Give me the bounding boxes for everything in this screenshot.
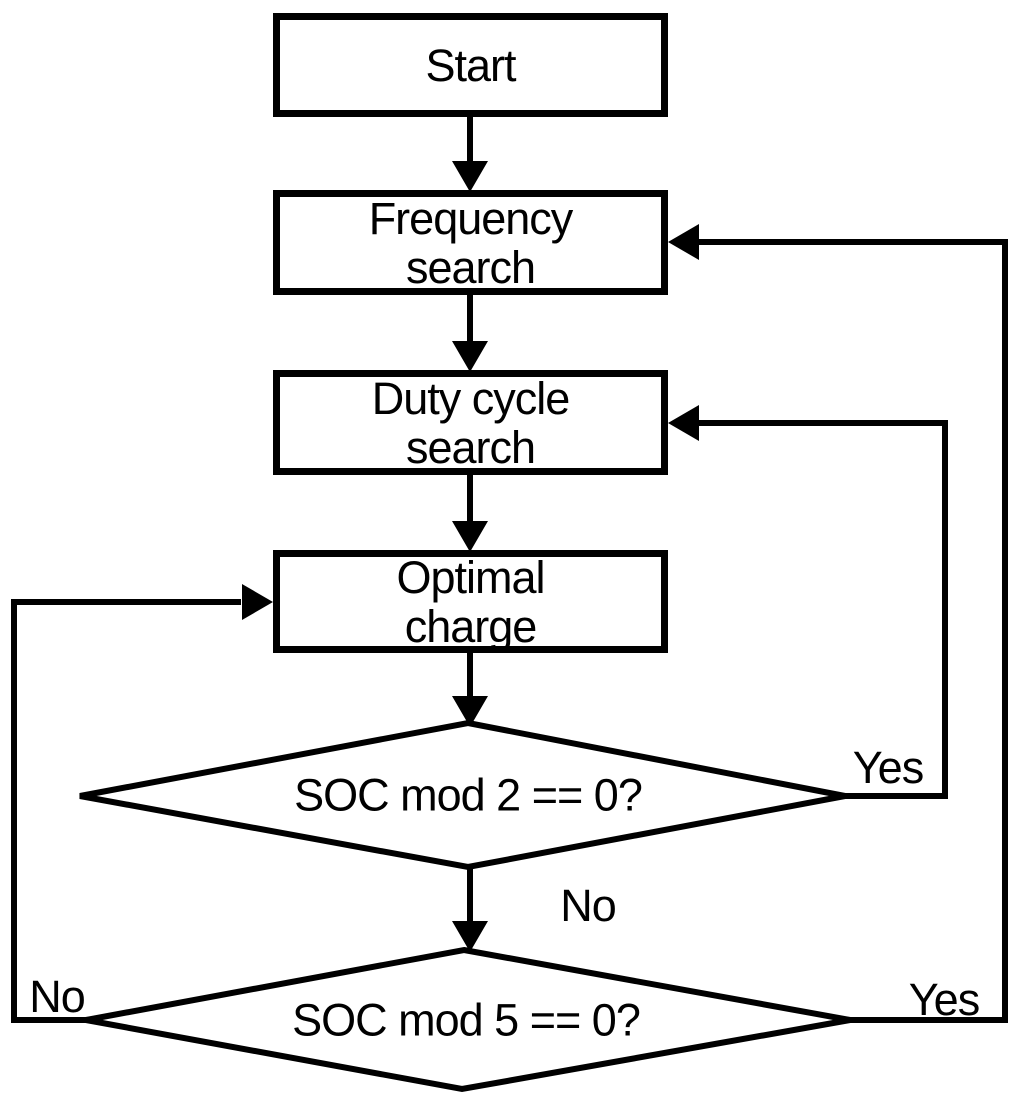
- arrowhead-down-icon: [452, 921, 488, 952]
- arrowhead-down-icon: [452, 696, 488, 727]
- node-duty-cycle-search: Duty cycle search: [273, 370, 668, 475]
- arrowhead-down-icon: [452, 161, 488, 192]
- node-soc-mod-2-label-line2: 0?: [593, 769, 643, 821]
- node-soc-mod-5-label-line1: SOC mod 5 ==: [292, 994, 581, 1046]
- node-frequency-search: Frequency search: [273, 190, 668, 295]
- node-optimal-charge: Optimal charge: [273, 550, 668, 653]
- arrowhead-down-icon: [452, 341, 488, 372]
- decision-diamond-soc-mod-2: [79, 719, 846, 871]
- edge-label-soc2-yes: Yes: [852, 742, 924, 793]
- edge-soc5-yes-to-frequency: [668, 224, 1008, 1023]
- node-start: Start: [273, 13, 668, 117]
- node-optimal-charge-label-line1: Optimal: [396, 551, 545, 603]
- edge-soc2-yes-to-duty: [668, 405, 948, 799]
- arrowhead-right-icon: [242, 584, 273, 620]
- edge-label-soc2-no: No: [560, 880, 617, 931]
- arrowhead-left-icon: [668, 224, 699, 260]
- edge-start-to-frequency: [452, 117, 488, 192]
- edge-frequency-to-duty: [452, 295, 488, 372]
- node-soc-mod-5-label-line2: 0?: [591, 994, 641, 1046]
- arrowhead-left-icon: [668, 405, 699, 441]
- edge-label-soc5-yes: Yes: [908, 974, 980, 1025]
- node-soc-mod-2-label-line1: SOC mod 2 ==: [294, 769, 583, 821]
- node-duty-cycle-search-label-line2: search: [405, 421, 536, 473]
- node-frequency-search-label-line1: Frequency: [368, 192, 574, 244]
- edge-label-soc5-no: No: [29, 971, 86, 1022]
- edge-optimal-to-soc2: [452, 653, 488, 727]
- node-soc-mod-2-label: SOC mod 2 == 0?: [208, 769, 728, 822]
- edge-soc5-no-to-optimal: [11, 584, 273, 1023]
- decision-diamond-soc-mod-5: [85, 946, 851, 1093]
- node-start-label: Start: [425, 39, 516, 91]
- node-optimal-charge-label-line2: charge: [404, 600, 538, 652]
- arrowhead-down-icon: [452, 521, 488, 552]
- edge-soc2-no-to-soc5: [452, 867, 488, 952]
- node-duty-cycle-search-label-line1: Duty cycle: [371, 372, 571, 424]
- node-frequency-search-label-line2: search: [405, 241, 536, 293]
- edge-duty-to-optimal: [452, 475, 488, 552]
- node-soc-mod-5-label: SOC mod 5 == 0?: [206, 994, 726, 1047]
